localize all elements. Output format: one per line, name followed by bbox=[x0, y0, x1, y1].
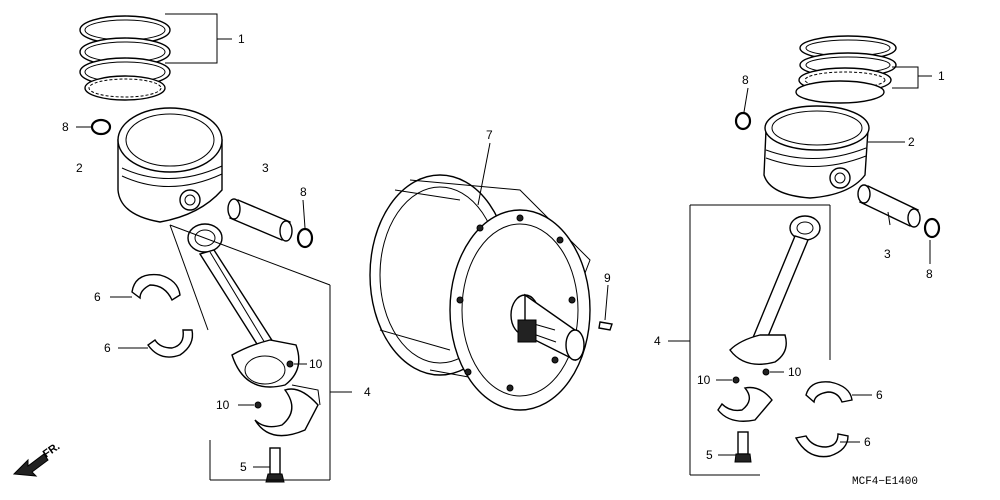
callout-center-9: 9 bbox=[604, 271, 611, 285]
bearing-right-upper bbox=[805, 381, 853, 404]
piston-pin-clip-left-b bbox=[296, 227, 314, 249]
callout-right-10a: 10 bbox=[697, 373, 711, 387]
piston-pin-right bbox=[857, 184, 921, 228]
woodruff-key bbox=[598, 321, 613, 331]
callout-left-6a: 6 bbox=[94, 290, 101, 304]
callout-left-2: 2 bbox=[76, 161, 83, 175]
connecting-rod-left bbox=[187, 223, 300, 388]
piston-right bbox=[763, 105, 870, 199]
callout-right-10b: 10 bbox=[788, 365, 802, 379]
piston-rings-right bbox=[795, 35, 897, 104]
callout-left-8a: 8 bbox=[62, 120, 69, 134]
callout-left-1: 1 bbox=[238, 32, 245, 46]
center-leader-lines bbox=[477, 142, 609, 321]
rod-bolt-right bbox=[734, 431, 752, 463]
callout-right-6b: 6 bbox=[864, 435, 871, 449]
callout-right-8b: 8 bbox=[926, 267, 933, 281]
callout-right-1: 1 bbox=[938, 69, 945, 83]
rod-bolt-left bbox=[265, 447, 285, 483]
callout-left-10b: 10 bbox=[216, 398, 230, 412]
right-leader-lines bbox=[668, 66, 932, 476]
piston-pin-left bbox=[227, 198, 293, 242]
callout-right-5: 5 bbox=[706, 448, 713, 462]
piston-pin-clip-right-a bbox=[734, 111, 752, 131]
rod-cap-left bbox=[254, 384, 321, 437]
callout-left-5: 5 bbox=[240, 460, 247, 474]
piston-left bbox=[117, 107, 223, 223]
left-leader-lines bbox=[76, 13, 352, 481]
callout-right-4: 4 bbox=[654, 334, 661, 348]
callout-right-3: 3 bbox=[884, 247, 891, 261]
callout-left-10a: 10 bbox=[309, 357, 323, 371]
callout-center-7: 7 bbox=[486, 128, 493, 142]
callout-right-2: 2 bbox=[908, 135, 915, 149]
front-arrow-icon bbox=[12, 453, 49, 477]
rod-nut-right-b bbox=[762, 368, 770, 376]
bearing-left-lower bbox=[147, 329, 194, 358]
callout-right-8a: 8 bbox=[742, 73, 749, 87]
rod-cap-right bbox=[717, 386, 773, 422]
callout-left-8b: 8 bbox=[300, 185, 307, 199]
bearing-left-upper bbox=[131, 273, 181, 302]
rod-nut-right-a bbox=[732, 376, 740, 384]
callout-left-6b: 6 bbox=[104, 341, 111, 355]
callout-left-4: 4 bbox=[364, 385, 371, 399]
drawing-code: MCF4−E1400 bbox=[852, 476, 918, 488]
connecting-rod-right bbox=[729, 215, 821, 365]
rod-nut-left-b bbox=[254, 401, 262, 409]
callout-left-3: 3 bbox=[262, 161, 269, 175]
rod-nut-left-a bbox=[286, 360, 294, 368]
bearing-right-lower bbox=[794, 433, 849, 458]
callout-right-6a: 6 bbox=[876, 388, 883, 402]
crankshaft-assembly bbox=[369, 174, 591, 411]
piston-pin-clip-right-b bbox=[923, 217, 941, 239]
piston-rings-left bbox=[79, 15, 171, 101]
piston-pin-clip-left-a bbox=[90, 118, 112, 136]
